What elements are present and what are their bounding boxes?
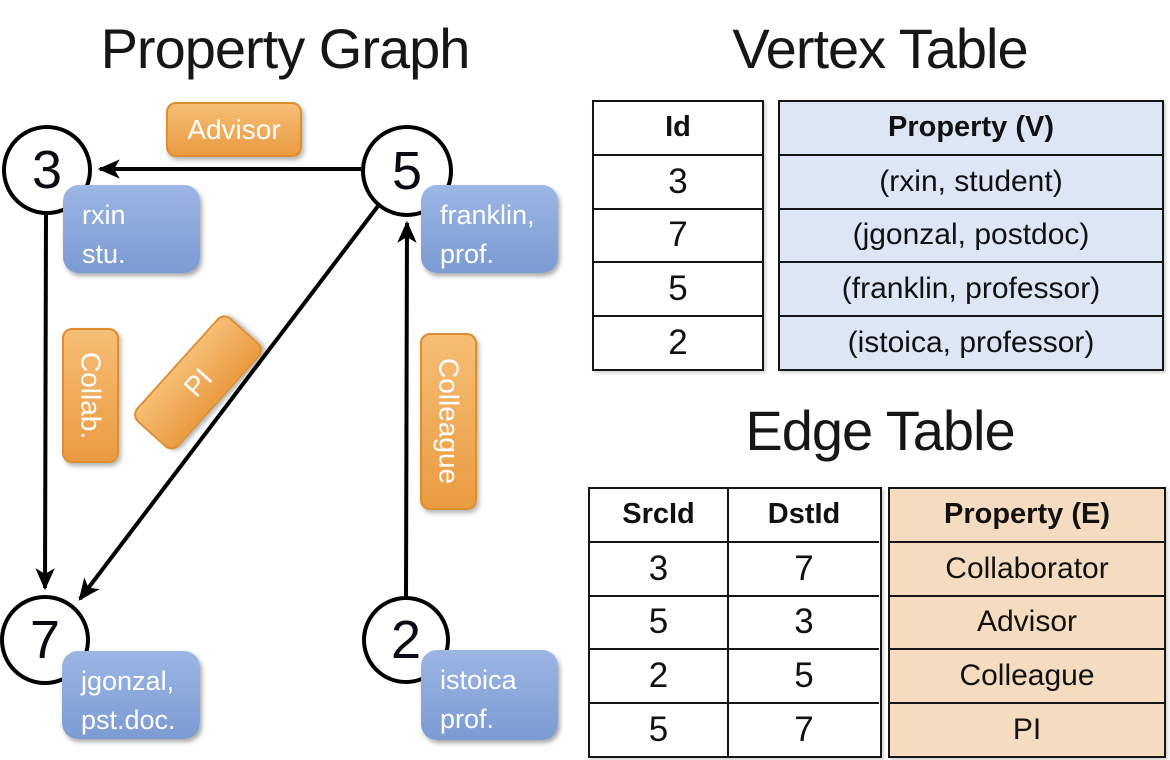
vertex-property-label-5-line1: franklin, xyxy=(440,200,535,230)
edge-table-dstid-column: DstId 7 3 5 7 xyxy=(727,489,879,756)
vertex-property-label-3: rxin stu. xyxy=(63,185,200,273)
edge-dstid-cell: 5 xyxy=(729,648,879,702)
vertex-node-7-id: 7 xyxy=(29,610,61,670)
edge-label-advisor: Advisor xyxy=(166,102,302,157)
vertex-id-cell: 3 xyxy=(594,153,762,208)
edge-srcid-cell: 3 xyxy=(590,540,727,595)
edge-table-property-column: Property (E) Collaborator Advisor Collea… xyxy=(888,487,1166,758)
edge-srcid-cell: 5 xyxy=(590,702,727,756)
edge-table-property-header: Property (E) xyxy=(944,498,1110,531)
vertex-table-property-header: Property (V) xyxy=(888,111,1054,144)
vertex-table-property-column: Property (V) (rxin, student) (jgonzal, p… xyxy=(778,100,1164,371)
edge-property-cell: PI xyxy=(890,702,1164,756)
edge-dstid-cell: 7 xyxy=(729,702,879,756)
edge-table-id-columns: SrcId 3 5 2 5 DstId 7 3 5 7 xyxy=(588,487,882,758)
vertex-node-2-id: 2 xyxy=(390,610,422,670)
vertex-property-label-3-line2: stu. xyxy=(82,239,126,270)
edge-label-collab: Collab. xyxy=(62,328,119,463)
edge-srcid-cell: 5 xyxy=(590,594,727,649)
edge-colleague-arrow-2-to-5 xyxy=(397,220,417,597)
edge-label-colleague: Colleague xyxy=(420,333,477,510)
edge-property-cell: Advisor xyxy=(890,594,1164,649)
vertex-table-id-header: Id xyxy=(665,111,691,144)
vertex-node-3-id: 3 xyxy=(31,140,63,200)
vertex-node-5: 5 xyxy=(361,125,453,217)
edge-dstid-cell: 3 xyxy=(729,594,879,649)
edge-collab-arrow-3-to-7 xyxy=(35,213,55,591)
vertex-id-cell: 7 xyxy=(594,207,762,262)
vertex-property-label-2-line2: prof. xyxy=(440,704,495,735)
vertex-property-cell: (rxin, student) xyxy=(780,153,1162,208)
vertex-node-2: 2 xyxy=(362,596,450,684)
vertex-node-5-id: 5 xyxy=(391,141,423,201)
edge-property-cell: Colleague xyxy=(890,648,1164,702)
vertex-id-cell: 5 xyxy=(594,261,762,315)
vertex-table-id-column: Id 3 7 5 2 xyxy=(592,100,764,371)
edge-dstid-cell: 7 xyxy=(729,540,879,595)
edge-table-dstid-header: DstId xyxy=(767,498,841,531)
property-graph-title: Property Graph xyxy=(100,17,471,80)
vertex-property-label-5-line2: prof. xyxy=(440,239,495,270)
edge-srcid-cell: 2 xyxy=(590,648,727,702)
vertex-property-label-2-line1: istoica xyxy=(440,665,517,695)
vertex-property-cell: (istoica, professor) xyxy=(780,315,1162,369)
vertex-property-label-7-line1: jgonzal, xyxy=(81,666,175,696)
edge-table-srcid-header: SrcId xyxy=(622,498,695,531)
graph-edges-layer xyxy=(35,159,417,601)
vertex-property-label-5: franklin, prof. xyxy=(421,185,558,273)
vertex-id-cell: 2 xyxy=(594,315,762,369)
edge-table-title: Edge Table xyxy=(745,399,1015,462)
edge-property-cell: Collaborator xyxy=(890,540,1164,595)
vertex-property-label-7: jgonzal, pst.doc. xyxy=(62,651,200,739)
edge-pi-arrow-5-to-7 xyxy=(78,204,380,601)
vertex-property-label-2: istoica prof. xyxy=(421,650,558,740)
vertex-property-cell: (jgonzal, postdoc) xyxy=(780,207,1162,262)
vertex-property-cell: (franklin, professor) xyxy=(780,261,1162,315)
vertex-property-label-3-line1: rxin xyxy=(82,200,126,230)
vertex-table-title: Vertex Table xyxy=(732,17,1028,80)
vertex-property-label-7-line2: pst.doc. xyxy=(81,705,176,736)
edge-table-srcid-column: SrcId 3 5 2 5 xyxy=(590,489,727,756)
